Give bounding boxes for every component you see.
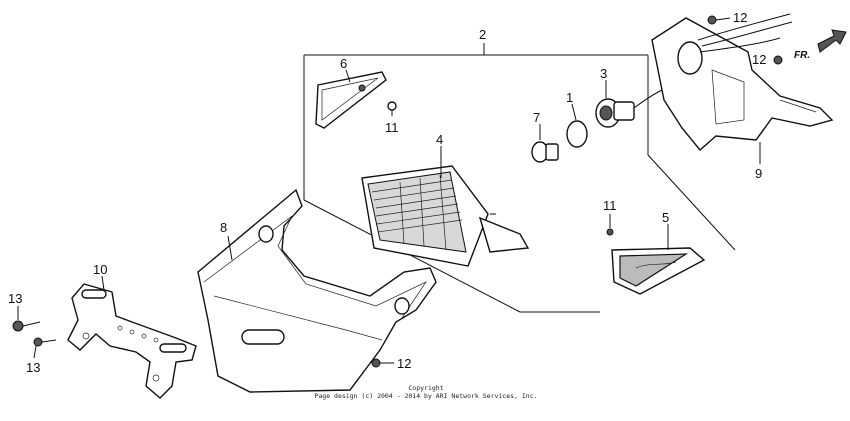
part-3-socket[interactable] [595, 79, 691, 128]
callout-10: 10 [93, 262, 107, 277]
callout-12-top: 12 [733, 10, 747, 25]
assembly-bracket-2 [303, 43, 736, 313]
part-10-plate-bracket[interactable] [67, 283, 197, 399]
callout-11-upper: 11 [385, 120, 399, 135]
part-13-screw-lower[interactable] [33, 337, 57, 347]
callout-9: 9 [755, 166, 762, 181]
part-4-tail-lamp-lens[interactable] [361, 165, 530, 267]
front-direction-arrow: FR. [794, 29, 847, 61]
part-11-screw-lower[interactable] [606, 228, 614, 236]
callout-13-upper: 13 [8, 291, 22, 306]
callout-7: 7 [533, 110, 540, 125]
leader-10 [101, 275, 105, 291]
callout-12-mid: 12 [752, 52, 766, 67]
callout-4: 4 [436, 132, 443, 147]
callout-11-lower: 11 [603, 198, 617, 213]
part-13-screw-upper[interactable] [12, 320, 41, 332]
callout-8: 8 [220, 220, 227, 235]
callout-1: 1 [566, 90, 573, 105]
part-1-gasket[interactable] [566, 120, 588, 148]
copyright-line-1: Copyright [408, 384, 443, 392]
leader-6 [345, 69, 351, 83]
part-5-reflector[interactable] [611, 247, 706, 295]
callout-6: 6 [340, 56, 347, 71]
part-11-screw-upper[interactable] [387, 101, 397, 116]
part-7-bulb[interactable] [531, 141, 559, 163]
leader-1 [571, 103, 577, 121]
leader-8 [227, 235, 233, 261]
callout-5: 5 [662, 210, 669, 225]
leader-13 [17, 306, 37, 359]
callout-3: 3 [600, 66, 607, 81]
svg-text:FR.: FR. [794, 50, 810, 61]
part-12-nut-mid[interactable] [773, 55, 783, 65]
part-12-nut-top[interactable] [707, 15, 717, 25]
part-9-bracket[interactable] [651, 13, 834, 152]
copyright-line-2: Page design (c) 2004 - 2014 by ARI Netwo… [314, 392, 537, 400]
callout-12-bottom: 12 [397, 356, 411, 371]
callout-13-lower: 13 [26, 360, 40, 375]
part-6-reflector[interactable] [315, 71, 387, 129]
part-8-rear-fender[interactable] [197, 188, 437, 393]
callout-2: 2 [479, 27, 486, 42]
leader-12a [715, 17, 731, 21]
